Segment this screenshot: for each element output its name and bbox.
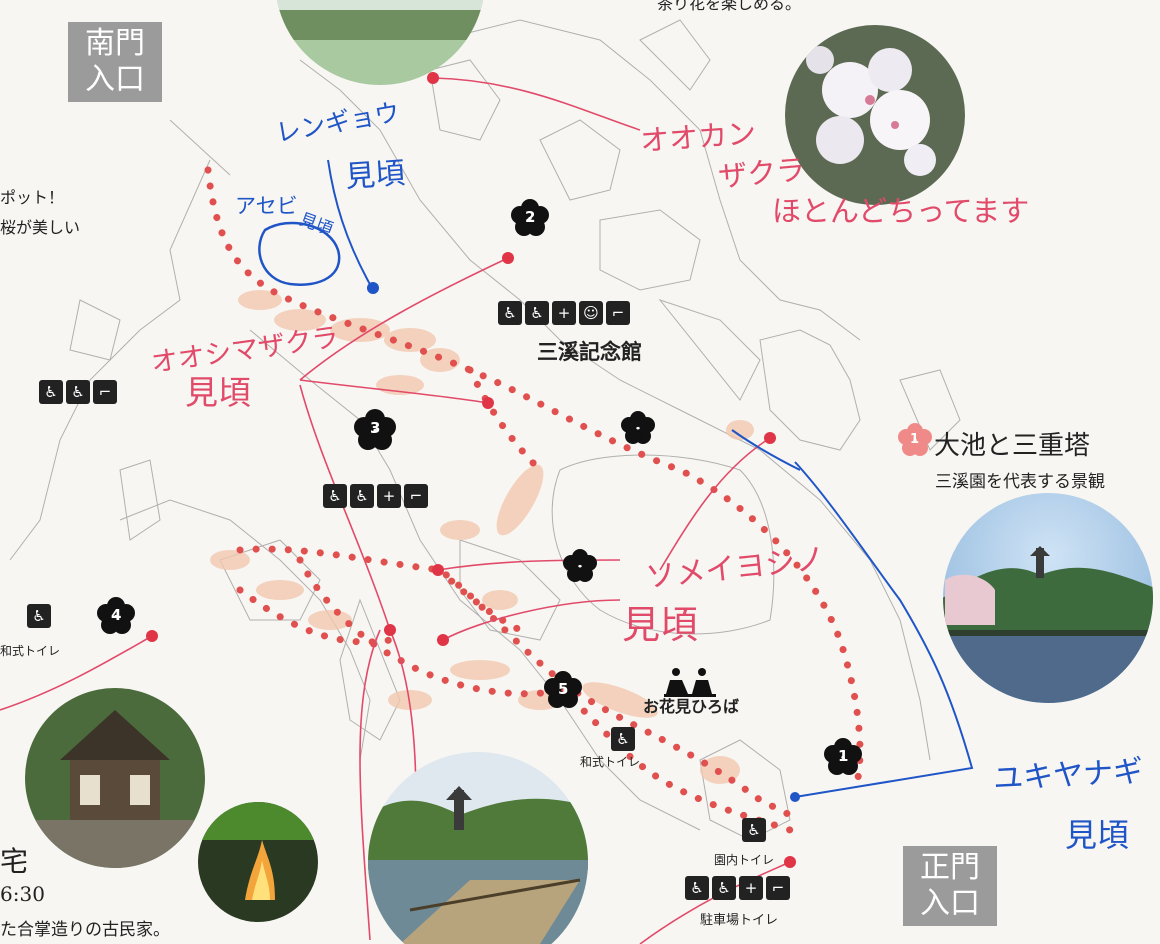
annotation-lines-blue	[327, 159, 974, 798]
photo-fire	[198, 802, 318, 922]
washbasin-icon: ⌐	[766, 876, 790, 900]
ostomate-icon: +	[377, 484, 401, 508]
facility-icons-parking: ♿ ♿ + ⌐	[685, 876, 790, 900]
toilet-icon: ♿	[611, 727, 635, 751]
sakura-marker-icons	[97, 199, 862, 775]
photo-old-house	[25, 688, 205, 868]
wheelchair-icon: ♿	[350, 484, 374, 508]
blue-pin	[790, 792, 800, 802]
marker-4: 4	[111, 606, 122, 624]
ohanami-plaza-label: お花見ひろば	[643, 697, 740, 716]
washbasin-icon: ⌐	[404, 484, 428, 508]
rengyo-peak: 見頃	[344, 155, 407, 196]
top-fragment: 茶り花を楽しめる。	[657, 0, 802, 13]
photo-top	[275, 0, 485, 85]
spot-1-desc: 三溪園を代表する景観	[935, 472, 1105, 492]
spot-1-title: 大池と三重塔	[934, 431, 1091, 461]
left-fragment-2: 桜が美しい	[0, 218, 81, 237]
facility-icons-memorial: ♿ ♿ + ☺ ⌐	[498, 301, 630, 325]
facility-icons-3: ♿ ♿ + ⌐	[323, 484, 428, 508]
okanzakura-status: ほとんどちってます	[772, 194, 1030, 228]
toilet-label-center: 和式トイレ	[580, 755, 641, 769]
wheelchair-icon: ♿	[525, 301, 549, 325]
sakura-pink-icon	[898, 423, 932, 456]
toilet-icon: ♿	[685, 876, 709, 900]
facility-icons-4: ♿	[27, 604, 51, 628]
oshimazakura-peak: 見頃	[185, 373, 251, 412]
blue-pin	[367, 282, 379, 294]
facility-icons-left: ♿ ♿ ⌐	[39, 380, 117, 404]
picnic-icon	[664, 668, 716, 697]
south-gate-label: 南門入口	[68, 22, 162, 102]
toilet-icon: ♿	[742, 818, 766, 842]
yukiyanagi-name: ユキヤナギ	[992, 754, 1144, 797]
wheelchair-icon: ♿	[66, 380, 90, 404]
toilet-icon: ♿	[27, 604, 51, 628]
pond-shape	[258, 221, 341, 286]
marker-1: 1	[838, 747, 849, 765]
toilet-icon: ♿	[39, 380, 63, 404]
left-fragment-1: ポット！	[0, 188, 65, 207]
photo-pond-pagoda	[943, 493, 1153, 703]
someiyoshino-peak: 見頃	[622, 603, 699, 647]
ostomate-icon: +	[739, 876, 763, 900]
main-gate-label: 正門入口	[903, 846, 997, 926]
wheelchair-icon: ♿	[712, 876, 736, 900]
baby-changing-icon: ☺	[579, 301, 603, 325]
asebi-name: アセビ	[235, 194, 298, 218]
sankei-memorial-label: 三溪記念館	[537, 340, 642, 364]
annotation-pins-red	[146, 72, 796, 868]
facility-icons-5: ♿	[611, 727, 635, 751]
toilet-label-in-park: 園内トイレ	[714, 853, 775, 867]
toilet-label-parking: 駐車場トイレ	[700, 913, 779, 928]
washbasin-icon: ⌐	[606, 301, 630, 325]
yukiyanagi-peak: 見頃	[1065, 816, 1130, 854]
spot-1-number: 1	[910, 432, 920, 447]
photo-pagoda-bridge	[368, 752, 588, 944]
toilet-label-left: 和式トイレ	[0, 644, 61, 658]
house-desc-fragment: た合掌造りの古民家。	[0, 920, 170, 940]
ostomate-icon: +	[552, 301, 576, 325]
marker-3: 3	[370, 419, 381, 437]
house-time-fragment: 6:30	[0, 882, 45, 906]
photo-sakura-blossom	[785, 25, 965, 205]
marker-5: 5	[558, 680, 569, 698]
toilet-icon: ♿	[323, 484, 347, 508]
marker-2: 2	[525, 208, 536, 226]
toilet-icon: ♿	[498, 301, 522, 325]
washbasin-icon: ⌐	[93, 380, 117, 404]
house-title-fragment: 宅	[0, 845, 29, 878]
sketch-background	[9, 19, 961, 841]
facility-icons-in-park: ♿	[742, 818, 766, 842]
